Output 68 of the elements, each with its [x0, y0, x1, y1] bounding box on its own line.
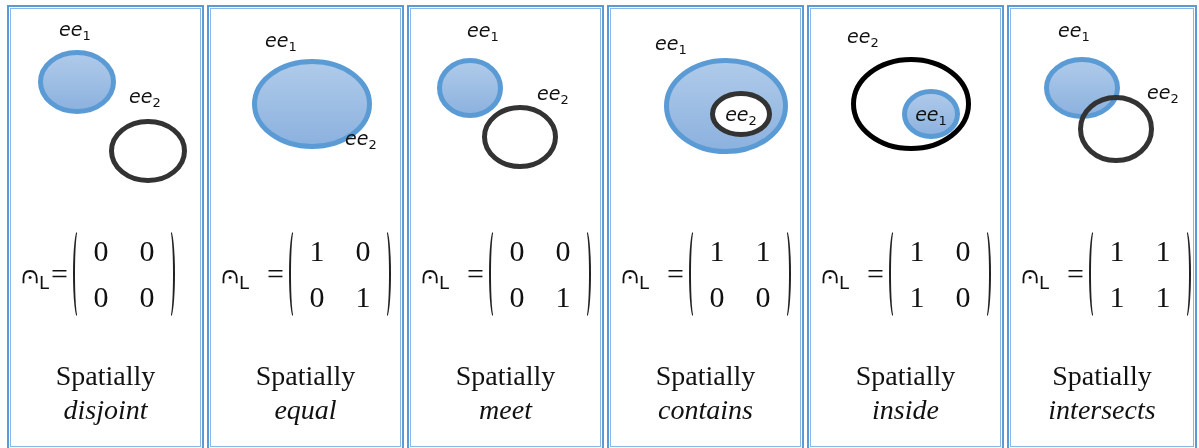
matrix-value: 0: [354, 233, 372, 269]
matrix-value: 0: [308, 279, 326, 315]
region-label: ee$_{2}$: [847, 27, 879, 46]
ellipse-region: [482, 105, 558, 169]
ellipse-region: [38, 50, 116, 114]
matrix-value: 1: [708, 233, 726, 269]
matrix-value: 0: [754, 279, 772, 315]
region-label: ee$_{1}$: [655, 34, 687, 53]
matrix-value: 0: [954, 233, 972, 269]
matrix-value: 0: [92, 233, 110, 269]
relation-caption: Spatially inside: [854, 359, 957, 427]
region-label: ee$_{1}$: [915, 104, 947, 124]
equals-sign: =: [667, 257, 684, 291]
matrix-value: 1: [554, 279, 572, 315]
matrix-value: 1: [908, 279, 926, 315]
equals-sign: =: [467, 257, 484, 291]
relation-caption: Spatially intersects: [1047, 359, 1157, 427]
equals-sign: =: [51, 257, 68, 291]
matrix-value: 1: [908, 233, 926, 269]
ellipse-region: [664, 58, 788, 154]
ellipse-region: [902, 89, 960, 139]
region-label: ee$_{1}$: [1058, 21, 1090, 40]
relation-caption: Spatially contains: [654, 359, 757, 427]
matrix-value: 0: [554, 233, 572, 269]
matrix-value: 1: [308, 233, 326, 269]
operator-symbol: ⩀$_{L}$: [421, 258, 450, 290]
panel: [7, 5, 204, 448]
matrix-value: 0: [954, 279, 972, 315]
relation-caption: Spatially meet: [454, 359, 557, 427]
equals-sign: =: [867, 257, 884, 291]
relation-caption: Spatially equal: [254, 359, 357, 427]
matrix-value: 1: [1108, 233, 1126, 269]
operator-symbol: ⩀$_{L}$: [821, 258, 850, 290]
operator-symbol: ⩀$_{L}$: [221, 258, 250, 290]
equals-sign: =: [1067, 257, 1084, 291]
matrix-value: 1: [354, 279, 372, 315]
region-label: ee$_{1}$: [265, 31, 297, 50]
equals-sign: =: [267, 257, 284, 291]
ellipse-region: [851, 57, 971, 151]
panel: [807, 5, 1004, 448]
region-label: ee$_{2}$: [345, 129, 377, 148]
panel: [1007, 5, 1197, 448]
matrix-value: 0: [708, 279, 726, 315]
matrix-value: 1: [1108, 279, 1126, 315]
matrix-value: 0: [138, 279, 156, 315]
matrix-value: 1: [1154, 279, 1172, 315]
matrix-value: 1: [1154, 233, 1172, 269]
panel: [207, 5, 404, 448]
matrix-value: 0: [508, 279, 526, 315]
operator-symbol: ⩀$_{L}$: [21, 258, 50, 290]
region-label: ee$_{1}$: [467, 21, 499, 40]
matrix-value: 0: [508, 233, 526, 269]
matrix-value: 0: [92, 279, 110, 315]
matrix-value: 0: [138, 233, 156, 269]
panel: [607, 5, 804, 448]
region-label: ee$_{2}$: [1147, 83, 1179, 102]
ellipse-region: [1044, 57, 1120, 119]
region-label: ee$_{2}$: [129, 87, 161, 106]
ellipse-region: [109, 119, 187, 183]
operator-symbol: ⩀$_{L}$: [1021, 258, 1050, 290]
relation-caption: Spatially disjoint: [54, 359, 157, 427]
region-label: ee$_{2}$: [725, 104, 757, 124]
panel: [407, 5, 604, 448]
region-label: ee$_{1}$: [59, 20, 91, 39]
operator-symbol: ⩀$_{L}$: [621, 258, 650, 290]
region-label: ee$_{2}$: [537, 84, 569, 103]
matrix-value: 1: [754, 233, 772, 269]
ellipse-region: [437, 58, 503, 118]
